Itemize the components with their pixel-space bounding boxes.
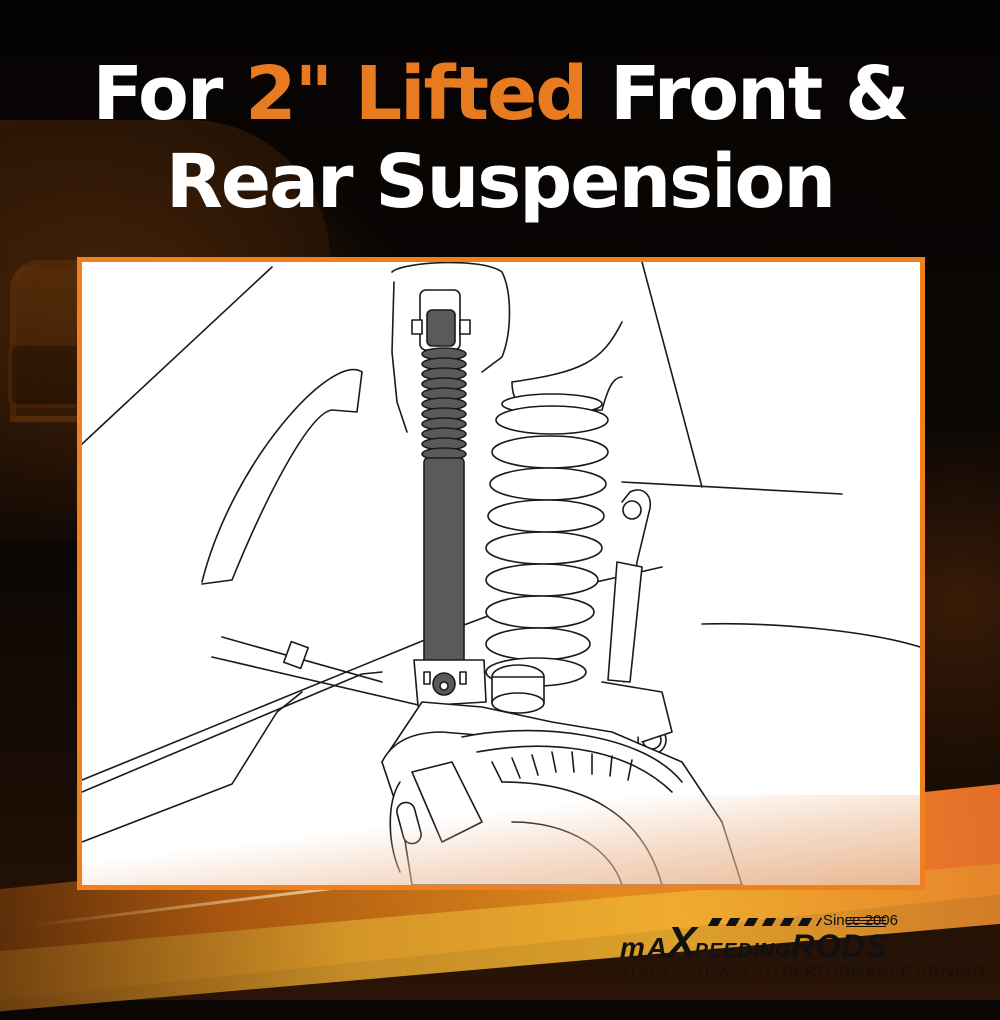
shock-absorber	[411, 289, 487, 707]
logo-peeding: PEEDING	[694, 940, 792, 962]
checkered-flag-icon	[707, 918, 823, 926]
headline-accent: 2" Lifted	[245, 51, 588, 137]
headline-line-2: Rear Suspension	[165, 139, 836, 225]
crossmember-line	[621, 481, 843, 495]
speed-lines-icon	[846, 917, 886, 927]
tower-bracket	[391, 262, 511, 373]
logo-rods: RODS	[791, 928, 888, 964]
tagline-light: YOUR GATEWAY TO	[620, 964, 783, 981]
coil-spring	[485, 393, 609, 714]
headline-line-1: For 2" Lifted Front &	[0, 50, 1000, 138]
logo-ma: mA	[620, 932, 670, 963]
rotor-vents	[491, 751, 633, 783]
logo-since: Since 2006	[822, 912, 898, 929]
wheel-well-curve	[201, 371, 363, 585]
tagline-bold: PERFORMANCE DRIVING	[782, 964, 985, 981]
logo-wordmark: mAXPEEDINGRODS	[620, 921, 888, 970]
tire-arc-line	[701, 622, 920, 648]
tie-rod-lower	[211, 656, 428, 708]
headline: For 2" Lifted Front & Rear Suspension	[0, 50, 1000, 226]
frame-bottom-glow	[82, 795, 920, 885]
suspension-illustration	[82, 262, 920, 885]
headline-line1-suffix: Front &	[586, 51, 910, 137]
logo-x: X	[667, 918, 697, 967]
headline-prefix: For	[92, 51, 246, 137]
tower-edge	[641, 262, 703, 488]
sway-bar-link	[601, 489, 673, 755]
fender-edge-line	[82, 266, 273, 445]
brand-logo: Since 2006 mAXPEEDINGRODS YOUR GATEWAY T…	[620, 912, 985, 992]
illustration-frame	[77, 257, 925, 890]
tie-rod-nut	[282, 640, 310, 670]
logo-tagline: YOUR GATEWAY TO PERFORMANCE DRIVING	[620, 964, 985, 982]
